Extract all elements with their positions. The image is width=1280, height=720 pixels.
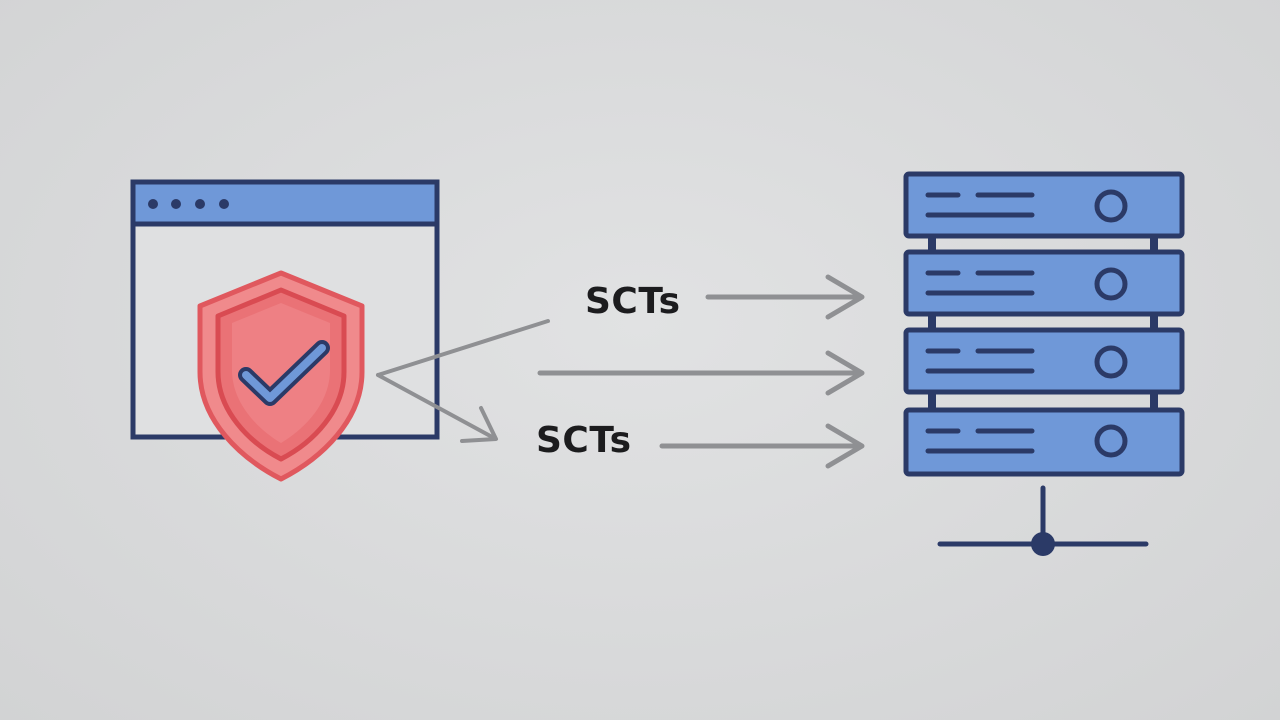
shield-check-icon [197, 270, 365, 482]
server-unit [903, 407, 1185, 477]
arrow-middle [537, 350, 865, 396]
arrow-top [705, 274, 865, 320]
window-dot [219, 199, 229, 209]
server-rack-icon [903, 171, 1185, 477]
window-dot [195, 199, 205, 209]
label-scts-bottom: SCTs [536, 420, 632, 461]
server-unit [903, 249, 1185, 317]
arrow-bottom [659, 423, 865, 469]
split-connector [376, 319, 550, 443]
server-unit [903, 171, 1185, 239]
label-scts-top: SCTs [585, 281, 681, 322]
window-dot [148, 199, 158, 209]
network-node-icon [937, 485, 1149, 556]
window-dot [171, 199, 181, 209]
server-unit [903, 327, 1185, 395]
